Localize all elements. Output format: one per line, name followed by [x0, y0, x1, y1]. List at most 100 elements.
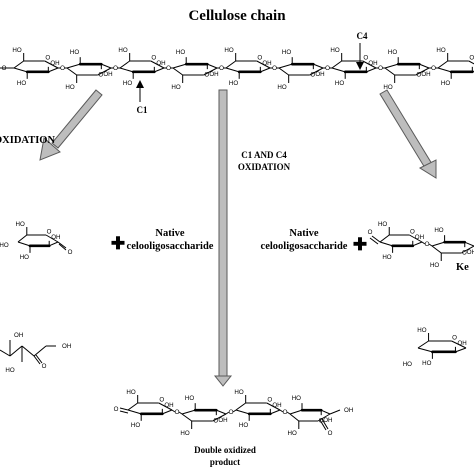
- ring-bond: [437, 60, 448, 69]
- ring-bond: [44, 60, 59, 69]
- acid-hydroxyl: HO: [5, 367, 14, 374]
- right-arrow-shaft: [379, 89, 433, 169]
- hydroxyl-label: OH: [164, 402, 173, 409]
- ring-bond: [289, 409, 303, 415]
- ring-bond: [266, 402, 281, 411]
- ring-bond: [225, 67, 240, 73]
- ring-oxygen: O: [410, 229, 415, 236]
- glycosidic-oxygen: O: [113, 65, 118, 72]
- ring-bond: [203, 67, 218, 76]
- glycosidic-link: O: [376, 65, 385, 72]
- hydroxyl-label: HO: [180, 430, 189, 437]
- left-native-label-line1: Native: [155, 228, 184, 239]
- ring-bond: [278, 63, 293, 69]
- glycosidic-link: O: [217, 65, 226, 72]
- acid-carbonyl-oxygen: O: [42, 363, 47, 370]
- ring-bond: [384, 63, 399, 69]
- hydroxyl-label: HO: [229, 80, 238, 87]
- hydroxyl-label: HO: [434, 227, 443, 234]
- ring-oxygen: O: [310, 72, 315, 79]
- glycosidic-bond: [421, 241, 426, 245]
- ring-oxygen: O: [267, 397, 272, 404]
- ring-bond: [468, 60, 474, 65]
- hydroxyl-label: OH: [415, 234, 424, 241]
- hydroxyl-label: OH: [50, 60, 59, 67]
- ring-bond: [256, 60, 271, 69]
- hydroxyl-label: HO: [239, 422, 248, 429]
- hydroxyl-label: HO: [382, 254, 391, 261]
- ring-bond: [45, 234, 59, 243]
- ring-bond: [384, 67, 395, 76]
- hydroxyl-label: HO: [0, 242, 9, 249]
- ring-bond: [379, 234, 390, 243]
- ring-bond: [172, 67, 183, 76]
- acid-end-oxygen: O: [328, 430, 333, 437]
- ring-bond: [66, 67, 77, 76]
- ring-oxygen: O: [363, 55, 368, 62]
- ring-bond: [309, 67, 324, 76]
- ring-bond: [379, 241, 393, 247]
- glycosidic-oxygen: O: [283, 409, 288, 416]
- glycosidic-oxygen: O: [60, 65, 65, 72]
- ring-oxygen: O: [47, 229, 52, 236]
- ring-bond: [461, 245, 474, 254]
- right-plus-sign: ✚: [353, 235, 367, 254]
- ring-oxygen: O: [462, 250, 467, 257]
- ring-bond: [289, 413, 300, 422]
- ring-bond: [431, 241, 445, 247]
- ring-bond: [331, 67, 346, 73]
- left-plus-sign: ✚: [111, 234, 125, 253]
- ring-bond: [17, 241, 31, 247]
- ring-bond: [97, 67, 112, 76]
- ring-bond: [235, 409, 250, 415]
- ring-oxygen: O: [452, 335, 457, 342]
- glycosidic-bond: [286, 411, 291, 415]
- ring-bond: [464, 241, 474, 247]
- glycosidic-link: O: [164, 65, 173, 72]
- hydroxyl-label: HO: [417, 327, 426, 334]
- ring-bond: [313, 63, 324, 69]
- ring-bond: [13, 60, 24, 69]
- hydroxyl-label: OH: [457, 340, 466, 347]
- acid-end-bond: [329, 409, 341, 415]
- ring-bond: [181, 409, 196, 415]
- hydroxyl-label: HO: [12, 47, 21, 54]
- hydroxyl-label: OH: [315, 71, 324, 78]
- hydroxyl-label: HO: [422, 360, 431, 367]
- hydroxyl-label: HO: [131, 422, 140, 429]
- ring-bond: [317, 413, 331, 422]
- ring-bond: [320, 409, 331, 415]
- left-branch-arrow: [39, 89, 103, 161]
- ring-oxygen: O: [45, 55, 50, 62]
- acid-end-hydroxyl: OH: [344, 407, 353, 414]
- right-cut-label: Ke: [456, 262, 469, 273]
- ring-bond: [48, 241, 59, 247]
- ring-bond: [158, 402, 173, 411]
- ring-bond: [455, 347, 467, 353]
- glycosidic-oxygen: O: [219, 65, 224, 72]
- ring-bond: [260, 67, 271, 73]
- glycosidic-oxygen: O: [431, 65, 436, 72]
- right-arrow-head: [418, 159, 437, 179]
- left-arrow-shaft: [51, 89, 103, 149]
- hydroxyl-label: HO: [282, 49, 291, 56]
- hydroxyl-label: HO: [171, 84, 180, 91]
- ring-bond: [127, 402, 138, 411]
- glycosidic-bond: [428, 243, 433, 247]
- glycosidic-oxygen: O: [175, 409, 180, 416]
- hydroxyl-label: HO: [70, 49, 79, 56]
- hydroxyl-label: HO: [288, 430, 297, 437]
- left-native-label-line2: celooligosaccharide: [127, 241, 214, 252]
